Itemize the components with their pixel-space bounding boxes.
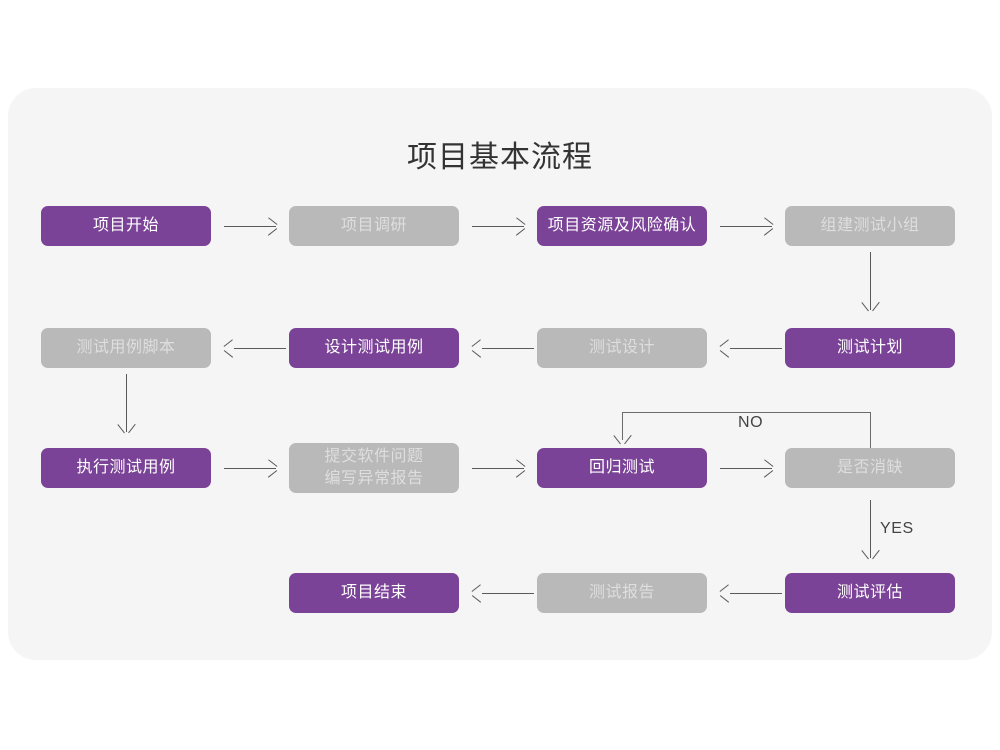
flow-node-test-plan[interactable]: 测试计划 <box>785 328 955 368</box>
edge-label-yes: YES <box>880 520 914 537</box>
flow-node-submit-issue-report[interactable]: 提交软件问题 编写异常报告 <box>289 443 459 493</box>
flow-node-design-test-case[interactable]: 设计测试用例 <box>289 328 459 368</box>
flow-node-project-research[interactable]: 项目调研 <box>289 206 459 246</box>
flow-node-project-start[interactable]: 项目开始 <box>41 206 211 246</box>
flow-node-defect-cleared[interactable]: 是否消缺 <box>785 448 955 488</box>
flow-node-regression-test[interactable]: 回归测试 <box>537 448 707 488</box>
flowchart-card: 项目基本流程 项目开始 项目调研 项目资源及风险确认 组建测试小组 测试用例脚本… <box>8 88 992 660</box>
flow-node-form-test-team[interactable]: 组建测试小组 <box>785 206 955 246</box>
flow-node-project-end[interactable]: 项目结束 <box>289 573 459 613</box>
flow-node-resource-risk-confirm[interactable]: 项目资源及风险确认 <box>537 206 707 246</box>
page-title: 项目基本流程 <box>407 141 593 174</box>
flow-node-execute-test-case[interactable]: 执行测试用例 <box>41 448 211 488</box>
flow-node-test-design[interactable]: 测试设计 <box>537 328 707 368</box>
flow-node-test-report[interactable]: 测试报告 <box>537 573 707 613</box>
edge-label-no: NO <box>738 414 764 431</box>
flow-node-test-case-script[interactable]: 测试用例脚本 <box>41 328 211 368</box>
flow-node-test-evaluation[interactable]: 测试评估 <box>785 573 955 613</box>
